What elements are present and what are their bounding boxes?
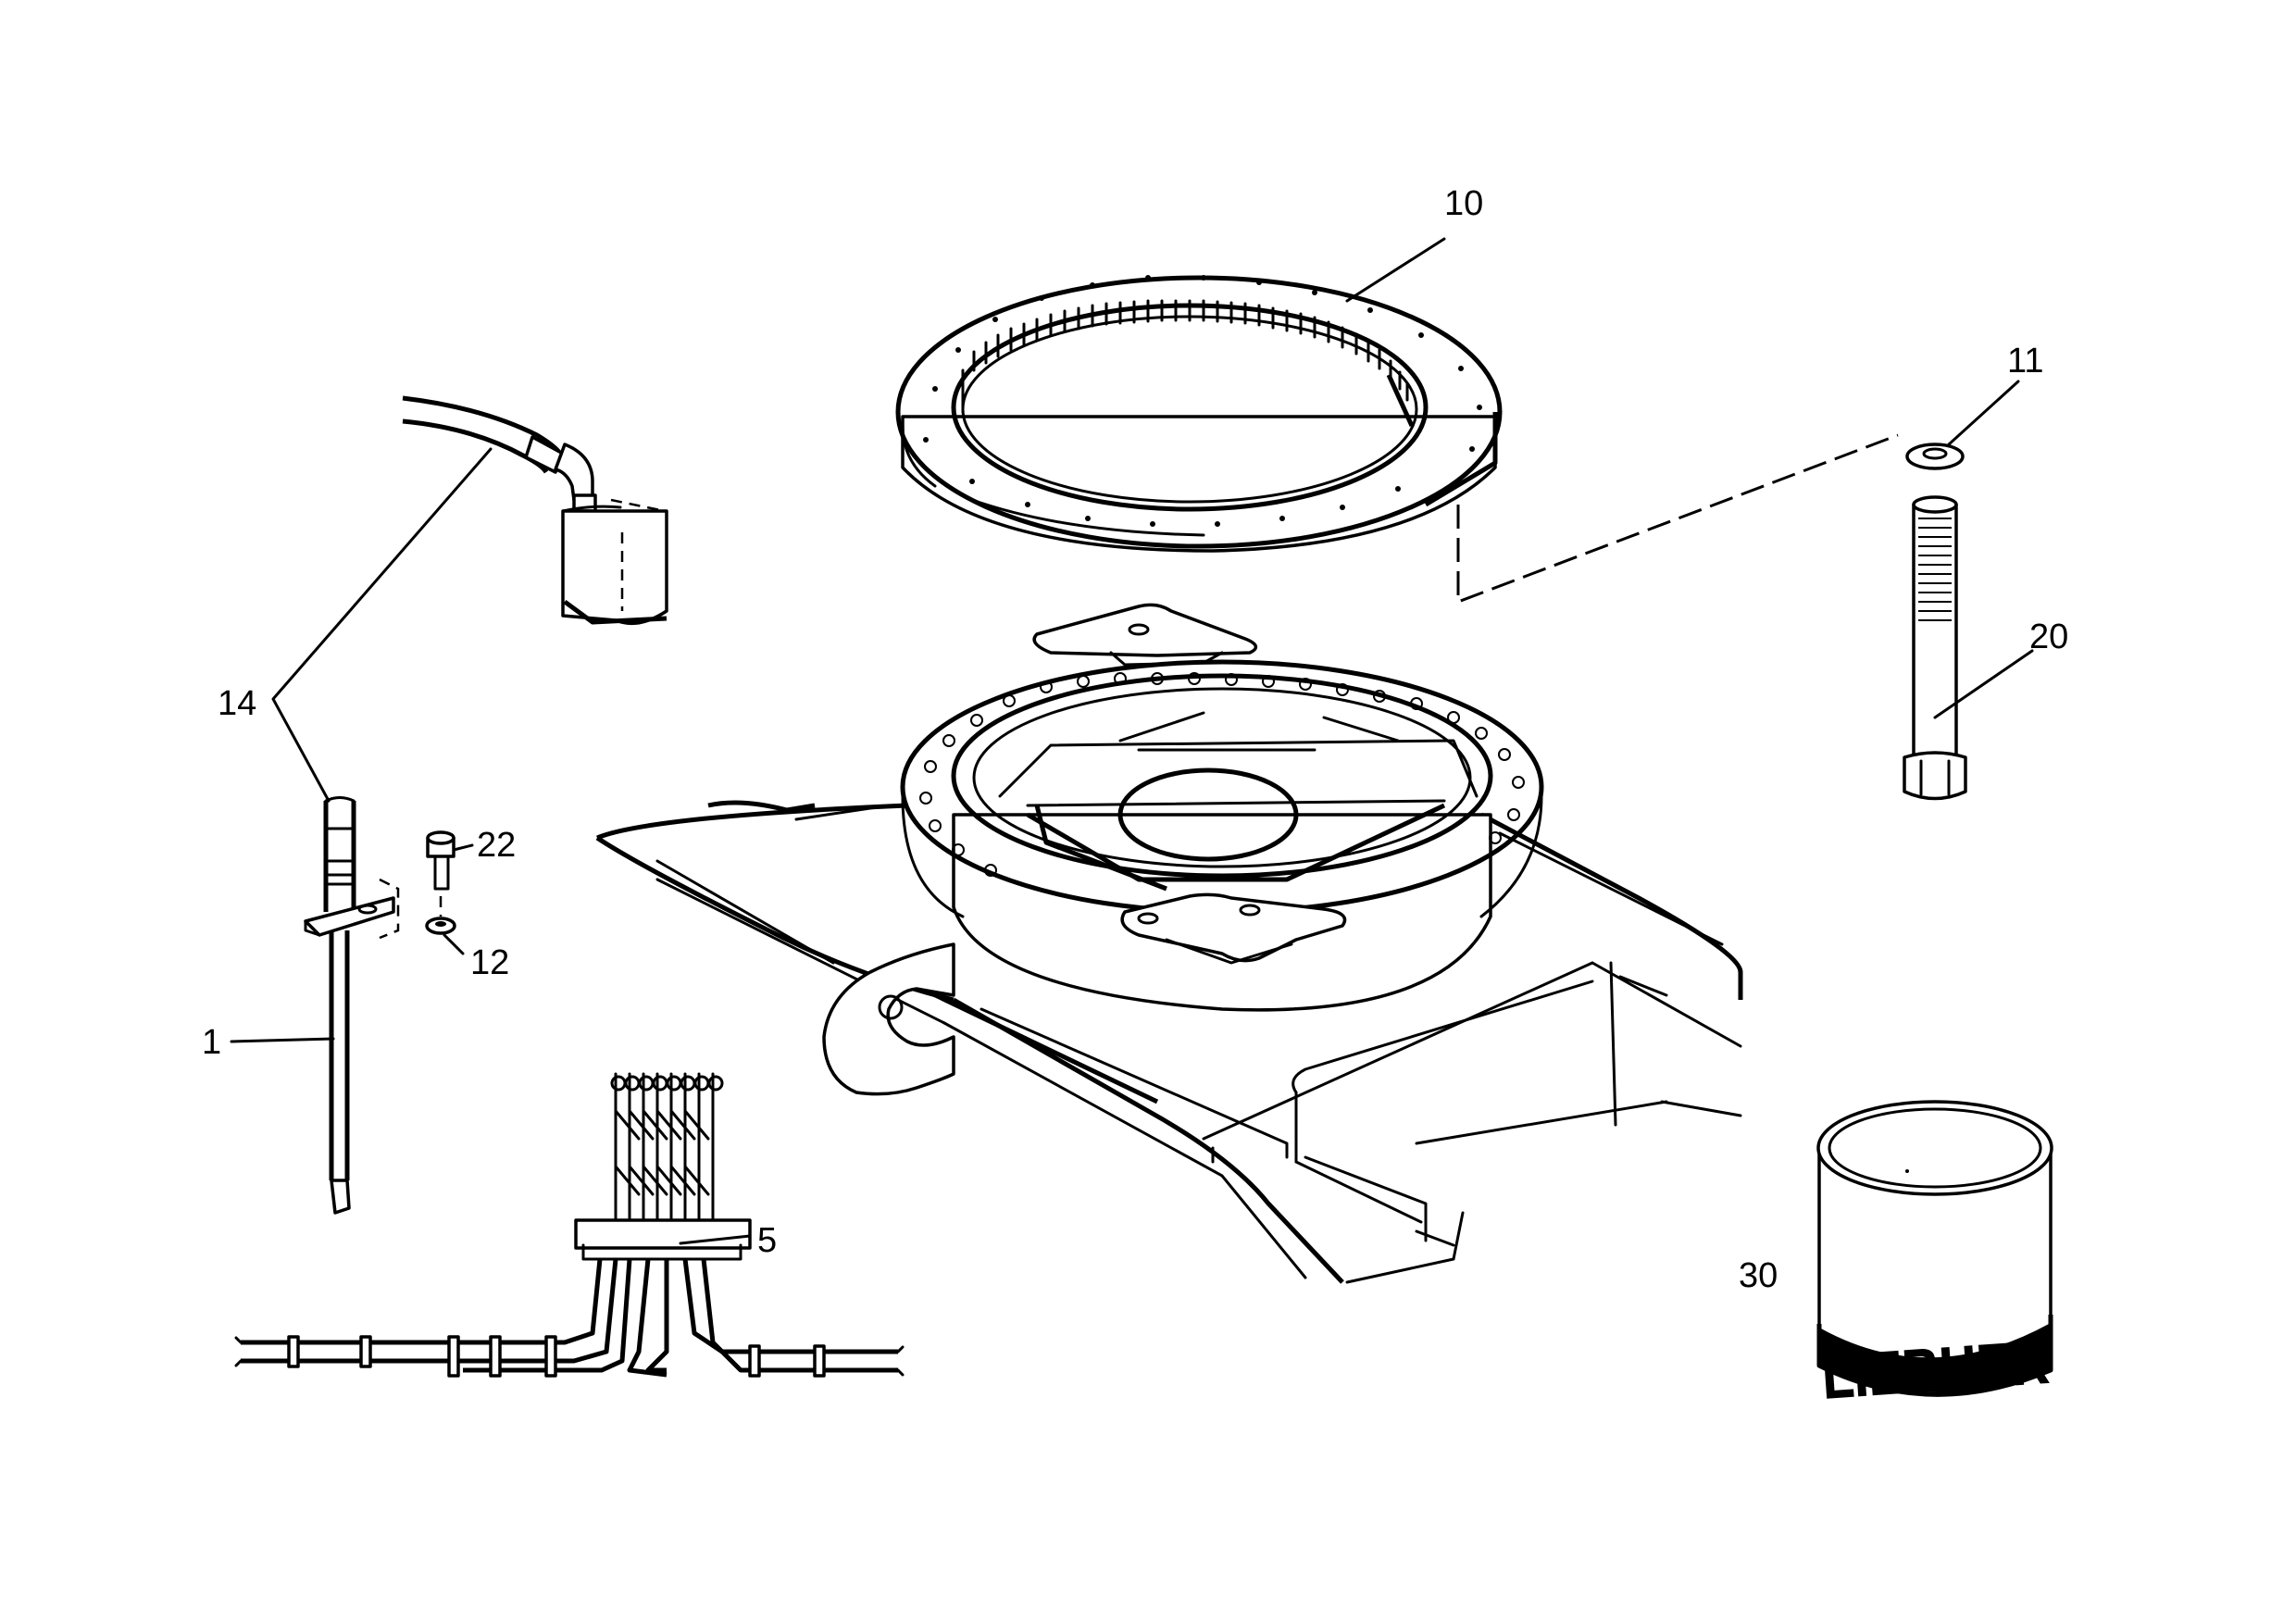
liebherr-logo: LIEBHER — [1820, 1328, 2052, 1412]
probe-assembly — [304, 796, 456, 1215]
label-20: 20 — [2029, 618, 2068, 656]
undercarriage-frame — [595, 800, 1743, 1284]
label-30: 30 — [1739, 1256, 1778, 1295]
slewing-ring — [895, 275, 1503, 553]
terminal-studs — [610, 1072, 724, 1222]
hook — [822, 942, 955, 1096]
item-labels: 10 11 20 14 22 12 1 5 30 — [202, 184, 2068, 1295]
bolt-holes — [919, 672, 1525, 877]
harness-wires — [234, 1258, 905, 1378]
label-14: 14 — [218, 684, 256, 723]
label-5: 5 — [757, 1221, 777, 1260]
label-11: 11 — [2007, 342, 2043, 381]
bolt-location-dashed-line — [1456, 433, 1899, 605]
lifting-lug-top — [1032, 603, 1258, 667]
washer — [1905, 443, 1965, 470]
ring-bolt-holes — [923, 275, 1482, 527]
leader-lines — [230, 237, 2034, 1043]
label-10: 10 — [1444, 184, 1483, 223]
label-12: 12 — [470, 943, 509, 982]
terminal-block — [234, 1072, 905, 1378]
label-22: 22 — [477, 826, 516, 865]
lifting-lug-bottom — [1120, 892, 1347, 965]
hose — [402, 395, 668, 626]
label-1: 1 — [202, 1023, 221, 1062]
bolt — [1903, 495, 1967, 801]
slewing-base — [900, 659, 1544, 1012]
bolt-thread — [1918, 518, 1952, 621]
grease-can — [1816, 1100, 2053, 1397]
